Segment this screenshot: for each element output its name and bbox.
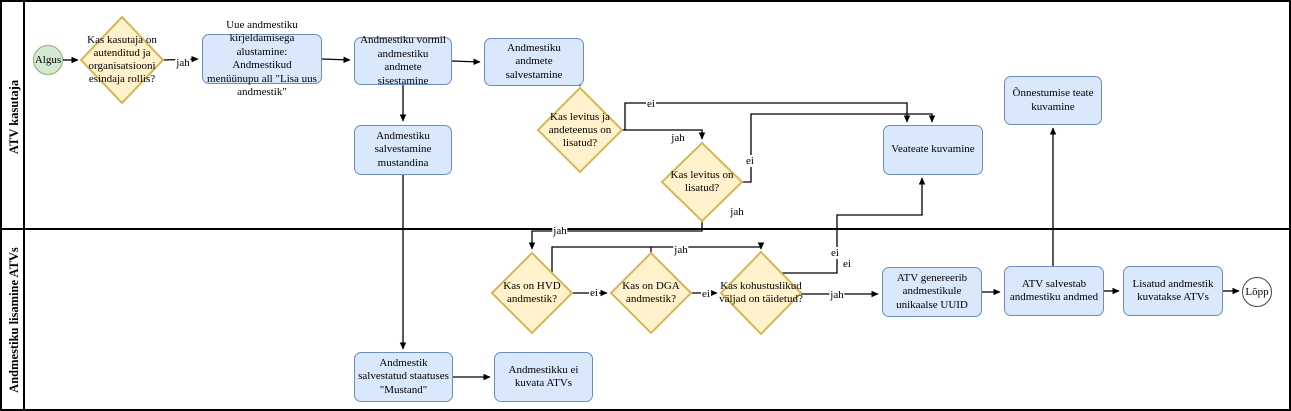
task-lisatud-kuvatakse: Lisatud andmestik kuvatakse ATVs [1123, 266, 1223, 316]
task-veateate-kuvamine: Veateate kuvamine [883, 125, 983, 175]
decision-auth-shape [79, 15, 165, 105]
edge-levituscheck-jah-to-levitus [622, 129, 706, 140]
decision-hvd: Kas on HVD andmestik? [503, 280, 561, 305]
edge-label-ei-5: ei [830, 247, 840, 259]
start-node-algus: Algus [33, 45, 63, 75]
edge-label-jah-2: jah [670, 132, 686, 144]
edge-label-jah-1: jah [175, 57, 191, 69]
edge-label-jah-5: jah [673, 244, 689, 256]
edge-label-ei-1: ei [646, 98, 656, 110]
task-vormil-sisestamine: Andmestiku vormil andmestiku andmete sis… [354, 34, 452, 87]
edge-levituscheck-ei-to-veateate [622, 102, 911, 131]
decision-hvd-shape [490, 251, 574, 335]
edge-levitus-jah-to-hvd [528, 221, 703, 250]
end-node-lopp: Lõpp [1242, 277, 1272, 307]
edge-label-ei-2: ei [745, 155, 755, 167]
edge-label-ei-6: ei [842, 258, 852, 270]
edge-label-jah-3: jah [729, 206, 745, 218]
decision-levitus-shape [660, 141, 744, 223]
decision-levitus-andeteenus-shape [536, 86, 624, 174]
task-uue-andmestik: Uue andmestiku kirjeldamisega alustamine… [202, 19, 322, 98]
edge-levitus-ei-to-veateate [742, 113, 936, 183]
decision-levitus: Kas levitus on lisatud? [670, 169, 734, 194]
task-andmed-salvestab: ATV salvestab andmestiku andmed [1004, 266, 1104, 316]
lane-divider [2, 228, 1289, 230]
decision-levitus-andeteenus: Kas levitus ja andeteenus on lisatud? [548, 110, 612, 149]
decision-dga: Kas on DGA andmestik? [622, 280, 680, 305]
decision-kohustuslikud: Kas kohustuslikud väljad on täidetud? [719, 280, 803, 305]
task-salvestamine-mustandina: Andmestiku salvestamine mustandina [354, 125, 452, 175]
task-andmete-salvestamine: Andmestiku andmete salvestamine [484, 38, 584, 86]
edge-label-ei-4: ei [701, 288, 711, 300]
task-staatus-mustand: Andmestik salvestatud staatuses "Mustand… [354, 352, 453, 402]
edge-label-jah-4: jah [552, 225, 568, 237]
decision-dga-shape [609, 251, 693, 335]
task-ei-kuvata: Andmestikku ei kuvata ATVs [494, 352, 593, 402]
decision-kohustuslikud-shape [719, 250, 803, 336]
edge-label-jah-6: jah [829, 289, 845, 301]
edge-uue-to-vormil [321, 56, 351, 64]
task-onnestumise-kuvamine: Õnnestumise teate kuvamine [1004, 76, 1102, 125]
lane-label-divider [23, 2, 25, 409]
edge-kohustuslikud-ei-to-veateate [781, 177, 926, 274]
task-uuid-genereerimine: ATV genereerib andmestikule unikaalse UU… [882, 267, 982, 317]
edge-dga-jah-to-kohustuslikud [650, 242, 765, 253]
edge-hvd-jah-rail [551, 246, 651, 273]
decision-auth-check: Kas kasutaja on autenditud ja organisats… [87, 34, 157, 85]
edge-vormil-to-salvestamine [451, 58, 481, 66]
edge-label-ei-3: ei [589, 287, 599, 299]
